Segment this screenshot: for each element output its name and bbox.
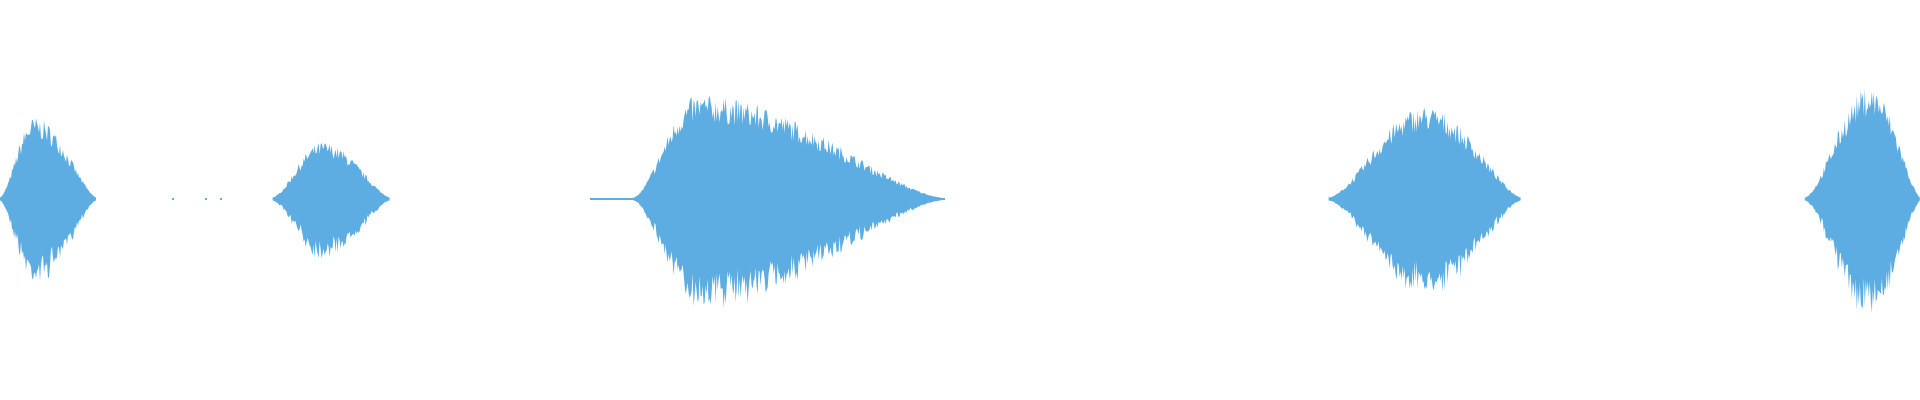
waveform-noise-dot xyxy=(172,198,174,200)
waveform-burst-2 xyxy=(272,142,390,259)
waveform-burst-4 xyxy=(1328,108,1521,293)
waveform-burst-3 xyxy=(633,95,941,308)
waveform-burst-1 xyxy=(0,118,96,282)
waveform-noise-dot xyxy=(628,198,630,200)
waveform-tail-line xyxy=(590,198,945,200)
waveform-burst-5 xyxy=(1804,88,1920,313)
waveform-bursts xyxy=(0,88,1920,313)
waveform-noise-dot xyxy=(205,198,207,200)
waveform-noise-dot xyxy=(220,198,222,200)
